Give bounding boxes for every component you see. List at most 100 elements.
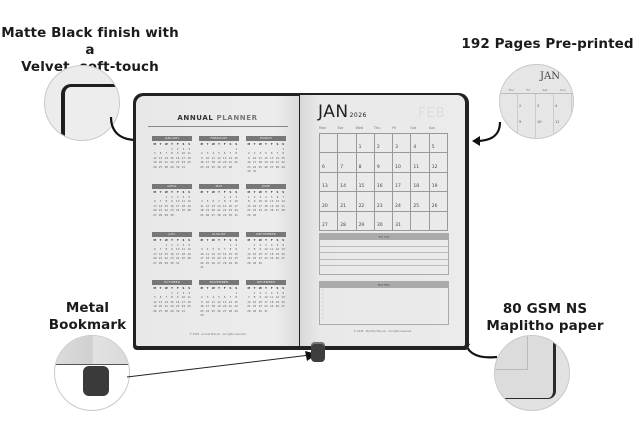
day-number: 25 [211,165,215,169]
day-number: 14 [228,300,233,304]
calendar-cell[interactable] [338,134,357,154]
calendar-cell[interactable]: 1 [356,134,375,154]
calendar-cell[interactable]: 17 [393,172,412,193]
day-number: 9 [201,300,203,304]
calendar-cell[interactable]: 26 [429,192,448,212]
todo-line[interactable] [320,253,448,260]
calendar-day-number: 20 [322,203,328,209]
left-page-footer: © 2026 · Annual Planner · All rights res… [189,333,246,336]
day-number: 27 [223,165,227,169]
day-number: 4 [270,243,273,247]
month-header: JULY [152,232,192,237]
weekday-initial: F [223,239,226,242]
day-number: 1 [282,147,284,151]
weekday-initial: T [206,239,209,242]
calendar-cell[interactable]: 31 [393,211,412,231]
day-number: 1 [235,147,237,151]
calendar-cell[interactable]: 24 [393,192,412,212]
calendar-cell[interactable]: 18 [411,172,430,193]
weekday-initial: F [270,287,273,290]
calendar-cell[interactable]: 14 [338,172,357,193]
calendar-cell[interactable]: 28 [338,211,357,231]
todo-line[interactable] [320,260,448,266]
next-month-ghost: FEB [418,106,446,121]
inset-day: 2 [519,104,522,108]
day-number: 28 [281,209,285,212]
todo-line[interactable] [320,240,448,247]
weekday-initial: S [276,239,279,242]
calendar-cell[interactable] [411,211,430,231]
day-number: 22 [252,257,257,260]
metal-bookmark[interactable] [311,342,325,362]
weekday-initial: S [188,143,191,146]
calendar-cell[interactable]: 9 [374,153,394,173]
inset-day: 11 [555,120,560,124]
calendar-cell[interactable]: 23 [374,192,394,212]
calendar-cell[interactable]: 4 [411,134,430,154]
weekday-label: Thu [373,126,381,130]
calendar-cell[interactable]: 27 [320,211,339,231]
day-number: 27 [223,309,227,313]
day-number: 17 [264,300,268,304]
day-number: 17 [176,252,180,256]
notes-area[interactable]: •••••••• [320,288,448,320]
calendar-cell[interactable]: 29 [356,211,375,231]
calendar-cell[interactable]: 2 [374,134,394,154]
weekday-initial: T [171,143,173,146]
day-number: 2 [201,296,203,299]
inset-grid: 2 3 4 9 10 11 [500,93,573,138]
day-number: 16 [247,161,251,164]
weekday-initial: M [153,239,157,242]
calendar-cell[interactable]: 3 [393,134,412,154]
weekday-initial: S [182,191,185,194]
weekday-initial: S [229,239,232,242]
calendar-cell[interactable]: 8 [356,153,375,173]
day-number: 26 [187,257,191,260]
day-number: 19 [211,257,215,260]
calendar-cell[interactable]: 6 [320,153,339,173]
day-number: 18 [264,204,268,208]
calendar-cell[interactable]: 20 [320,192,339,212]
day-number: 5 [265,152,267,155]
calendar-cell[interactable]: 10 [393,153,412,173]
calendar-cell[interactable]: 11 [411,153,430,173]
day-number: 20 [153,209,157,212]
day-number: 3 [259,195,262,199]
calendar-cell[interactable]: 15 [356,172,375,193]
day-number: 8 [229,248,232,251]
day-number: 19 [187,204,191,208]
calendar-cell[interactable]: 7 [338,153,357,173]
day-number: 16 [176,300,180,304]
calendar-cell[interactable]: 5 [429,134,448,154]
weekday-initial: M [200,191,204,194]
day-number: 25 [181,209,186,212]
weekday-initial: W [211,143,215,146]
calendar-cell[interactable]: 21 [338,192,357,212]
calendar-day-number: 7 [340,164,344,170]
todo-line[interactable] [320,247,448,253]
day-number: 13 [223,156,227,160]
day-number: 7 [282,195,284,199]
todo-line[interactable] [320,266,448,272]
day-number: 9 [253,200,256,203]
weekday-initial: S [188,239,191,242]
day-number: 16 [176,156,180,160]
day-number: 18 [258,161,262,164]
calendar-cell[interactable]: 22 [356,192,375,212]
calendar-cell[interactable]: 19 [429,172,448,193]
calendar-cell[interactable]: 16 [374,172,394,193]
weekday-initial: T [218,191,220,194]
day-number: 14 [228,156,233,160]
calendar-cell[interactable]: 12 [429,153,448,173]
calendar-cell[interactable]: 25 [411,192,430,212]
calendar-cell[interactable] [320,134,339,154]
calendar-cell[interactable]: 30 [374,211,394,231]
weekday-initial: T [159,239,162,242]
calendar-cell[interactable]: 13 [320,172,339,193]
day-number: 20 [270,161,274,164]
calendar-cell[interactable] [429,211,448,231]
